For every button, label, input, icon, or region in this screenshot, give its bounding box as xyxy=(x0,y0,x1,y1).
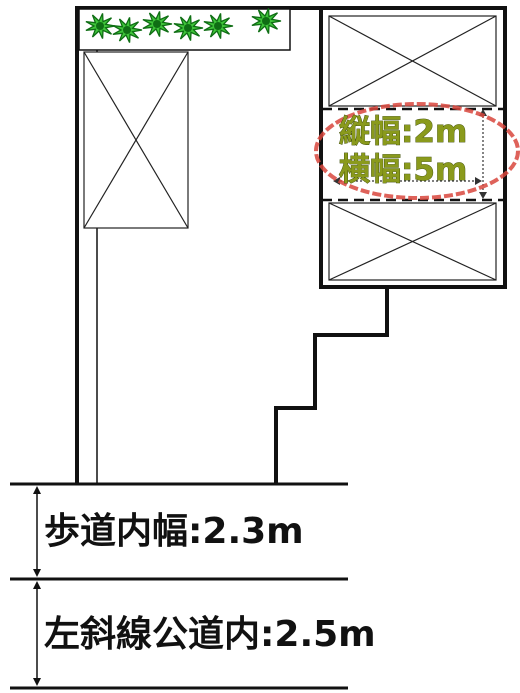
shrub-icon xyxy=(142,11,173,37)
shrub-icon xyxy=(112,17,143,43)
right-building xyxy=(319,6,507,289)
ground-lines xyxy=(10,482,348,690)
sign-height-label: 縦幅:2m xyxy=(339,114,467,150)
shrub-icon xyxy=(251,8,282,34)
shrub-icon xyxy=(85,13,116,39)
width-arrowheads xyxy=(33,486,41,686)
sign-width-label: 横幅:5m xyxy=(339,152,467,188)
sign-dimension-arrows xyxy=(336,112,484,196)
sidewalk-width-label: 歩道内幅:2.3m xyxy=(44,511,304,552)
shrub-icon xyxy=(173,15,204,41)
highlight-ellipse xyxy=(314,102,520,200)
stair-outline xyxy=(274,287,389,484)
shrub-icon xyxy=(203,13,234,39)
shrub-row xyxy=(85,8,282,43)
left-window-panel xyxy=(83,51,189,229)
sign-area-bounds xyxy=(322,107,504,202)
lower-panel xyxy=(328,202,497,281)
road-width-label: 左斜線公道内:2.5m xyxy=(44,614,376,655)
